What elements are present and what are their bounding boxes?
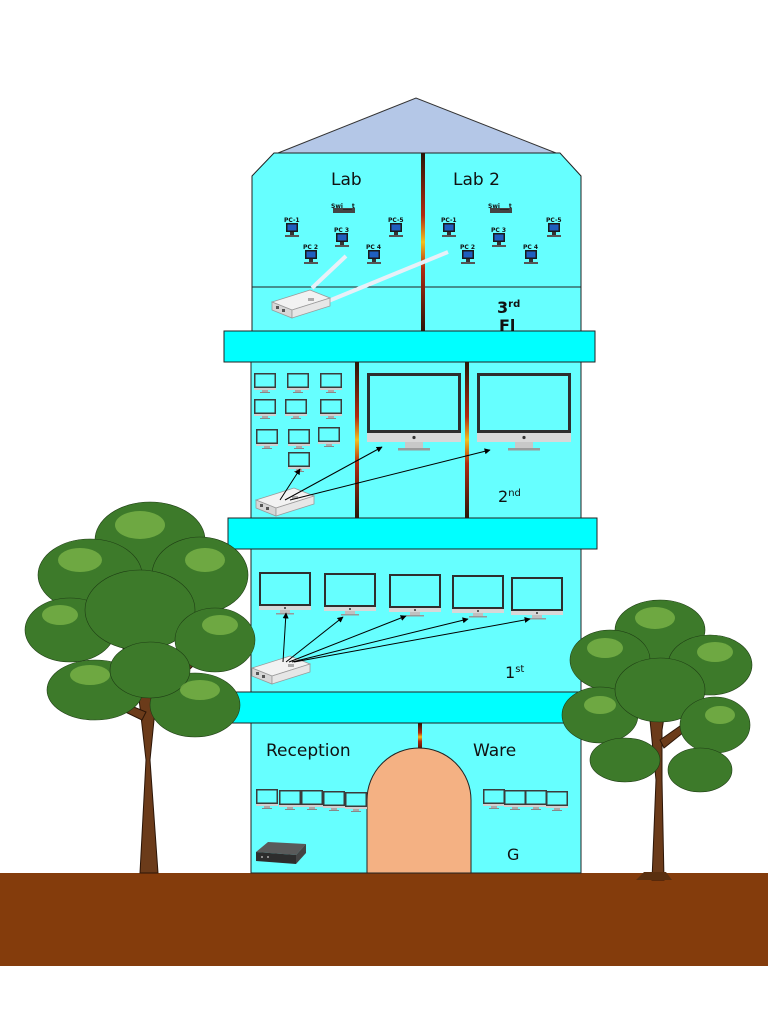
monitor <box>318 427 340 447</box>
monitor <box>546 791 568 811</box>
lab-pc-5: PC-5 <box>388 217 404 237</box>
monitor <box>279 790 301 810</box>
lab2-pc-5-label: PC-5 <box>546 217 562 224</box>
floor-label-3-tail: Fl <box>499 316 515 335</box>
lab-pc-5-label: PC-5 <box>388 217 404 224</box>
room-label-lab2: Lab 2 <box>453 170 500 190</box>
uplink-lab2 <box>325 250 449 304</box>
lab-pc-2-label: PC 2 <box>303 244 318 251</box>
roof <box>277 97 557 154</box>
monitor <box>288 429 310 449</box>
lab2-pc-5: PC-5 <box>546 217 562 237</box>
lab-pc-4: PC 4 <box>366 244 381 264</box>
lab-pc-1: PC-1 <box>284 217 300 237</box>
lab-pc-2: PC 2 <box>303 244 318 264</box>
lab2-switch: Swi___t <box>488 203 512 213</box>
lab-switch: Swi___t <box>331 203 355 213</box>
lab2-pc-1-label: PC-1 <box>441 217 457 224</box>
second-floor-large-monitor-2 <box>477 373 571 451</box>
monitor <box>254 373 276 393</box>
floor-label-3: 3rd <box>497 298 520 317</box>
lab-pc-3-label: PC 3 <box>334 227 349 234</box>
link-arrow <box>282 612 289 663</box>
monitor <box>483 789 505 809</box>
cable-partition-g <box>418 723 422 751</box>
lab2-pc-4: PC 4 <box>523 244 538 264</box>
link-arrow <box>285 616 344 663</box>
monitor <box>254 399 276 419</box>
lab2-switch-label: Swi___t <box>488 203 512 210</box>
first-floor-monitor-4 <box>452 575 504 618</box>
first-floor-monitor-3 <box>389 574 441 617</box>
floor-band-3 <box>223 330 596 363</box>
monitor <box>288 452 310 472</box>
floor-band-2 <box>227 517 598 550</box>
lab2-pc-1: PC-1 <box>441 217 457 237</box>
link-arrow <box>284 446 383 501</box>
ground <box>0 873 768 966</box>
server-box <box>256 842 306 864</box>
lab2-pc-4-label: PC 4 <box>523 244 538 251</box>
link-arrow <box>288 615 407 663</box>
lab-switch-label: Swi___t <box>331 203 355 210</box>
monitor <box>256 789 278 809</box>
first-floor-monitor-2 <box>324 573 376 616</box>
monitor <box>301 790 323 810</box>
entrance-door[interactable] <box>366 747 472 874</box>
monitor <box>285 399 307 419</box>
link-arrow <box>291 617 469 663</box>
room-label-reception: Reception <box>266 741 351 761</box>
room-label-ware: Ware <box>473 741 516 761</box>
link-arrow <box>289 448 491 501</box>
cable-partition-2a <box>355 362 359 518</box>
cable-partition-2b <box>465 362 469 518</box>
floor-band-1 <box>228 691 587 724</box>
floor-label-g: G <box>507 845 519 864</box>
first-floor-monitor-5 <box>511 577 563 620</box>
lab-pc-4-label: PC 4 <box>366 244 381 251</box>
monitor <box>323 791 345 811</box>
lab-pc-3: PC 3 <box>334 227 349 247</box>
floor-label-1: 1st <box>505 663 524 682</box>
second-floor-large-monitor-1 <box>367 373 461 451</box>
link-arrow <box>293 617 531 663</box>
tree-right <box>561 599 753 881</box>
monitor <box>320 373 342 393</box>
tree-left <box>24 501 256 874</box>
monitor <box>256 429 278 449</box>
monitor <box>525 790 547 810</box>
cable-partition-3 <box>421 153 425 331</box>
monitor <box>287 373 309 393</box>
monitor <box>504 790 526 810</box>
monitor <box>320 399 342 419</box>
lab-pc-1-label: PC-1 <box>284 217 300 224</box>
lab2-pc-2-label: PC 2 <box>460 244 475 251</box>
link-arrow <box>279 468 301 501</box>
uplink-lab <box>310 254 348 290</box>
first-floor-monitor-1 <box>259 572 311 615</box>
lab2-pc-3-label: PC 3 <box>491 227 506 234</box>
monitor <box>345 792 367 812</box>
lab2-pc-2: PC 2 <box>460 244 475 264</box>
room-label-lab: Lab <box>331 170 362 190</box>
lab2-pc-3: PC 3 <box>491 227 506 247</box>
floor-label-2: 2nd <box>498 487 521 506</box>
